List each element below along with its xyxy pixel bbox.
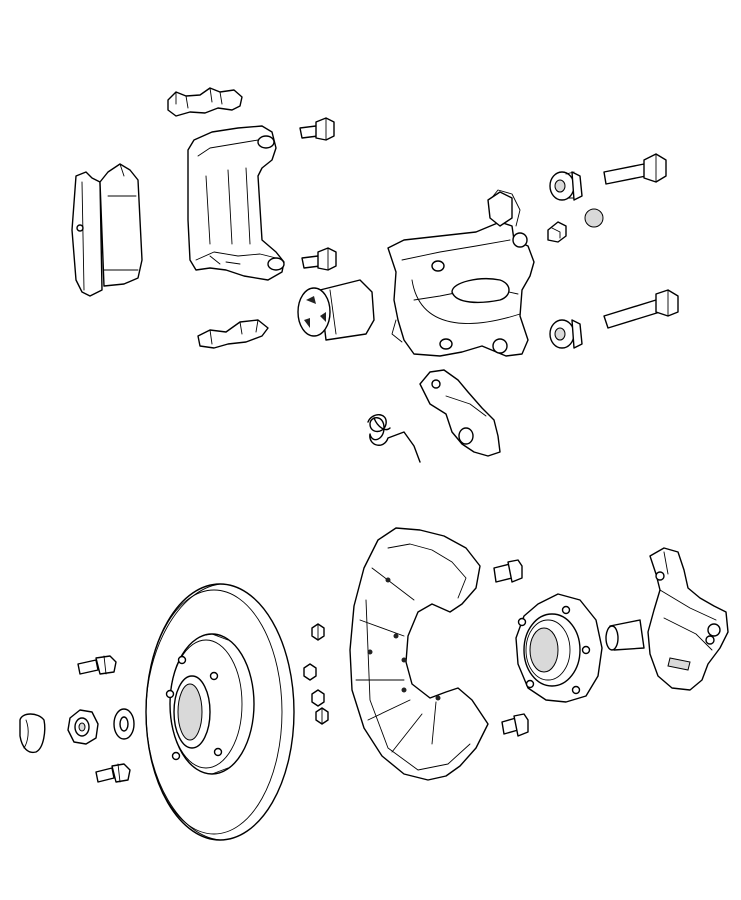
brake-dust-shield <box>349 527 489 781</box>
brake-rotor <box>145 583 295 841</box>
hub-bolt-lower <box>501 713 529 737</box>
shield-bolt-4 <box>315 707 329 725</box>
guide-pin-lower <box>603 289 679 329</box>
guide-pin-boot-lower <box>549 319 583 349</box>
caliper-mounting-bracket <box>187 125 285 281</box>
hub-washer <box>113 708 135 740</box>
bracket-bolt-lower <box>301 247 337 271</box>
upper-anti-rattle-clip <box>167 87 243 117</box>
hub-bolt-upper <box>493 559 523 583</box>
bracket-bolt-upper <box>299 117 335 141</box>
bleeder-cap <box>584 208 604 228</box>
shield-bolt-1 <box>311 623 325 641</box>
guide-pin-upper <box>603 153 667 185</box>
steering-knuckle <box>605 547 729 691</box>
lower-anti-rattle-clip <box>197 319 269 349</box>
wheel-stud-lower <box>95 763 131 783</box>
hub-dust-cap <box>19 713 46 754</box>
shield-bolt-3 <box>311 689 325 707</box>
wheel-hub-bearing <box>515 593 603 703</box>
parking-brake-lever <box>419 369 501 457</box>
shield-bolt-2 <box>303 663 317 681</box>
guide-pin-boot-upper <box>549 171 583 201</box>
caliper-piston <box>297 279 375 341</box>
return-spring <box>367 414 421 463</box>
hub-nut <box>67 709 99 745</box>
inner-brake-pad <box>71 163 143 297</box>
bleeder-screw <box>547 221 567 243</box>
caliper-housing <box>387 189 535 357</box>
wheel-stud-upper <box>77 655 117 675</box>
